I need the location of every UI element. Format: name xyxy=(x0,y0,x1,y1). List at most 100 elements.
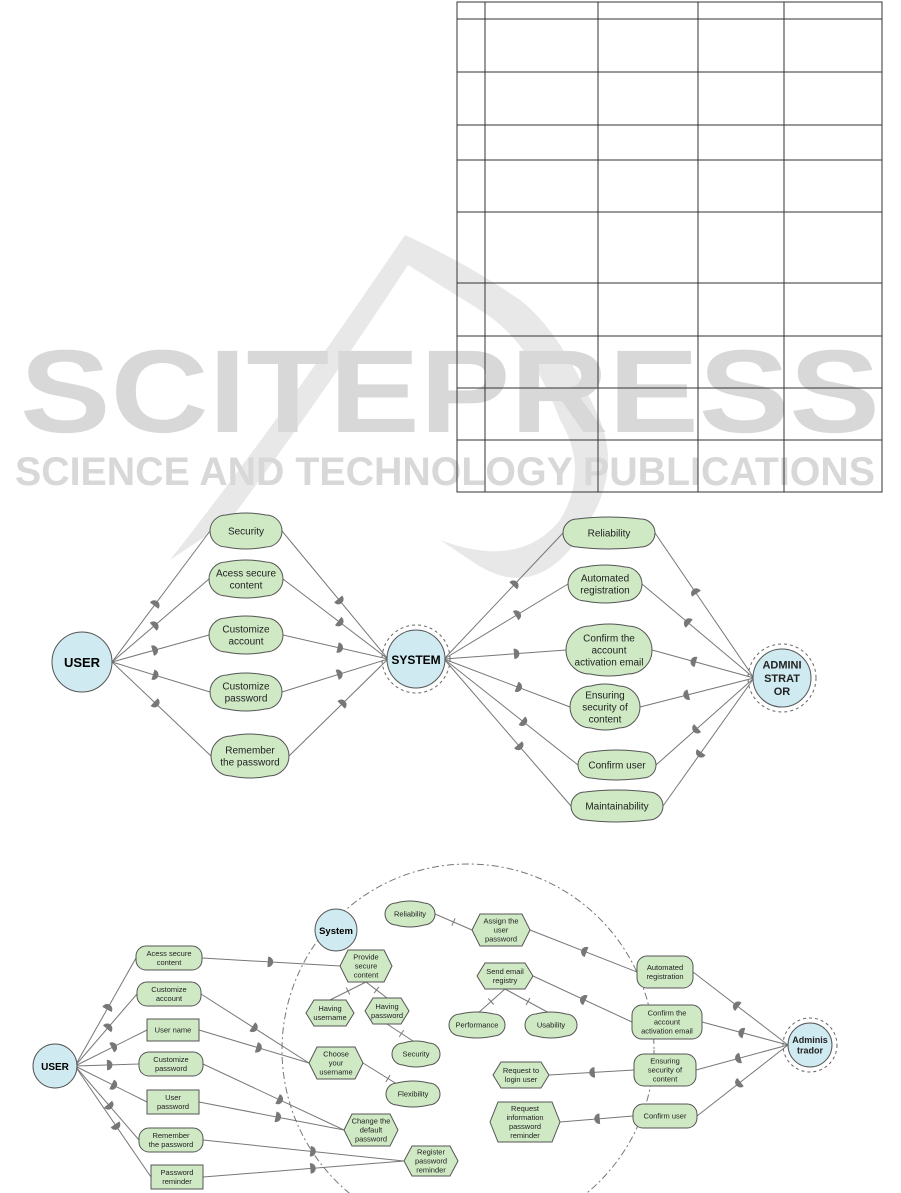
link-system-goal xyxy=(443,583,569,660)
link-user-password xyxy=(198,1101,345,1131)
system-item-label: password xyxy=(509,1122,541,1131)
dependency-marker xyxy=(691,588,701,597)
admin-actor-label: OR xyxy=(774,686,791,698)
link-user-goal xyxy=(111,661,212,757)
user-goal-node xyxy=(208,559,284,599)
link-system-goal xyxy=(443,658,571,708)
user-item-label: User name xyxy=(155,1026,192,1035)
task-node-choose-username xyxy=(308,1046,364,1080)
system-actor-boundary xyxy=(381,624,451,694)
admin-item-label: security of xyxy=(648,1066,683,1075)
watermark-swoosh-shape xyxy=(170,235,608,578)
system-item-label: Choose xyxy=(323,1050,349,1059)
admin-goal-label: Maintainability xyxy=(585,802,648,813)
dependency-marker xyxy=(514,681,522,692)
dependency-marker xyxy=(254,1042,262,1053)
dependency-marker xyxy=(309,1145,316,1157)
dependency-marker xyxy=(732,1001,742,1011)
admin-item-label: Confirm the xyxy=(648,1009,687,1018)
dependency-marker xyxy=(335,669,343,680)
admin-goal-label: Confirm user xyxy=(588,761,646,772)
link-goal-system xyxy=(281,530,389,660)
dependency-marker xyxy=(509,580,519,590)
link-admin-item xyxy=(692,971,789,1046)
dependency-marker xyxy=(104,1100,114,1110)
user-item-label: content xyxy=(157,958,183,967)
link-password-reminder xyxy=(202,1160,405,1178)
system-item-label: username xyxy=(319,1068,352,1077)
link-admin-goal xyxy=(639,677,755,708)
task-node-send-email xyxy=(476,962,534,990)
link-admin-item xyxy=(696,1044,789,1117)
dependency-marker xyxy=(149,600,160,609)
user-item-label: password xyxy=(157,1102,189,1111)
user-goal-label: Remember xyxy=(225,746,275,757)
dependency-marker xyxy=(102,1003,113,1013)
system-actor-label: SYSTEM xyxy=(391,653,440,667)
link-user-item xyxy=(74,1065,152,1178)
system-item-label: Having xyxy=(318,1004,341,1013)
system-item-label: Request to xyxy=(503,1066,539,1075)
admin-actor-label: ADMINI xyxy=(762,660,801,672)
admin-goal-node xyxy=(577,749,657,781)
dependency-marker xyxy=(275,1094,284,1105)
user-resource-node xyxy=(146,1089,200,1115)
contribution-tick xyxy=(398,1029,405,1038)
dependency-marker xyxy=(274,1111,282,1123)
dependency-marker xyxy=(267,956,274,968)
dependency-marker xyxy=(149,621,159,631)
dependency-marker xyxy=(512,610,522,621)
contribution-tick xyxy=(373,986,380,994)
link-user-goal xyxy=(111,530,211,663)
user-actor xyxy=(51,631,113,693)
dependency-marker xyxy=(683,689,691,700)
admin-actor-boundary xyxy=(747,643,817,713)
system-actor-2 xyxy=(314,908,358,952)
contribution-tick xyxy=(345,987,351,995)
dependency-marker xyxy=(518,716,528,726)
dependency-marker xyxy=(309,1163,316,1174)
dependency-marker xyxy=(514,741,524,751)
link-user-goal xyxy=(111,634,210,663)
system-item-label: password xyxy=(355,1135,387,1144)
system-item-label: content xyxy=(354,971,380,980)
admin-item-label: Automated xyxy=(647,963,683,972)
dependency-marker xyxy=(589,1067,596,1078)
dependency-marker xyxy=(151,645,158,656)
dependency-marker xyxy=(337,699,347,709)
link-user-item xyxy=(74,957,137,1067)
dependency-marker xyxy=(692,724,702,734)
system-item-label: default xyxy=(360,1126,383,1135)
link-goal-system xyxy=(281,658,389,693)
user-actor-2 xyxy=(32,1043,78,1089)
watermark: SCITEPRESS SCIENCE AND TECHNOLOGY PUBLIC… xyxy=(15,235,880,578)
system-boundary xyxy=(281,863,655,1193)
user-goal-node xyxy=(135,945,203,971)
softgoal-node-security xyxy=(391,1040,441,1068)
task-node-having-username xyxy=(305,999,355,1027)
user-goal-label: password xyxy=(225,694,268,705)
system-item-label: Send email xyxy=(486,967,524,976)
dependency-marker xyxy=(738,1027,746,1039)
dependency-marker xyxy=(695,749,706,758)
admin-item-label: registration xyxy=(646,972,683,981)
softgoal-node-reliability xyxy=(384,900,436,928)
task-node-request-reminder xyxy=(489,1101,561,1143)
admin-item-label: content xyxy=(653,1075,679,1084)
dependency-marker xyxy=(151,669,159,680)
user-goal-label: content xyxy=(230,581,263,592)
system-item-label: username xyxy=(313,1013,346,1022)
user-goal-node xyxy=(136,981,202,1007)
task-node-having-password xyxy=(364,997,410,1025)
admin-goal-node xyxy=(569,683,641,731)
user-goal-label: Security xyxy=(228,527,264,538)
dependency-marker xyxy=(334,595,344,605)
admin-goal-node xyxy=(562,516,656,550)
system-item-label: Provide xyxy=(353,953,378,962)
user-goal-node xyxy=(210,733,290,779)
contribution-tick xyxy=(525,997,531,1006)
admin-goal-node xyxy=(631,1004,703,1040)
dependency-marker xyxy=(109,1042,118,1053)
admin-goal-label: account xyxy=(591,646,626,657)
